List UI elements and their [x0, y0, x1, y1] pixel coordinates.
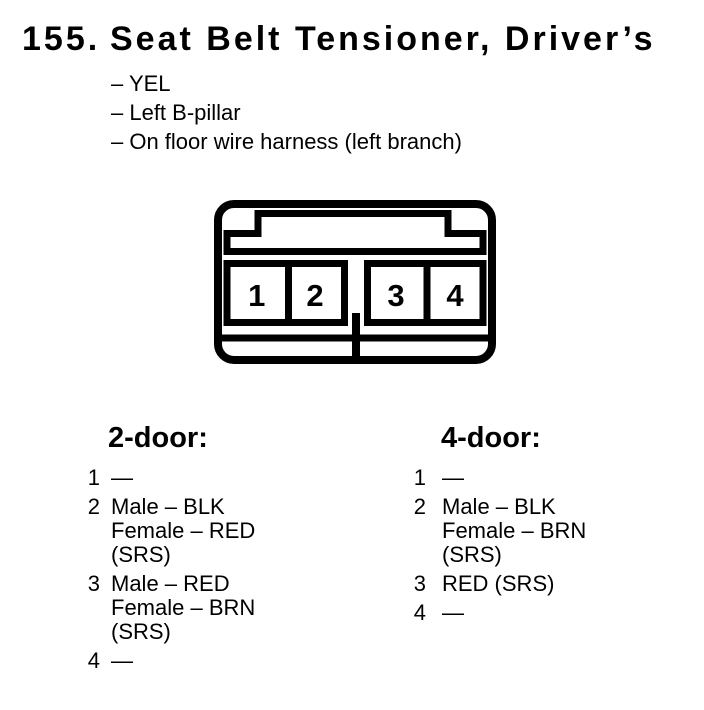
pin-value-line: —	[442, 600, 464, 625]
pin-number: 2	[87, 494, 100, 519]
pin-row: 1 —	[76, 466, 255, 490]
pin-value-line: Male – BLK	[111, 494, 225, 519]
pin-value-line: —	[111, 465, 133, 490]
connector-key-tab	[223, 210, 487, 255]
pin-assignment: —	[111, 649, 133, 673]
connector-pin-label: 1	[248, 278, 265, 313]
pin-number: 4	[413, 600, 426, 625]
pin-value-line: Female – BRN	[442, 518, 587, 543]
pin-assignment: —	[111, 466, 133, 490]
pin-assignment: Male – RED Female – BRN (SRS)	[111, 572, 255, 644]
pin-value-line: Female – RED	[111, 518, 256, 543]
pin-assignment: —	[442, 601, 464, 625]
pin-value-line: (SRS)	[442, 542, 502, 567]
pin-row: 3 Male – RED Female – BRN (SRS)	[76, 571, 256, 644]
page-title: 155. Seat Belt Tensioner, Driver’s	[22, 19, 656, 59]
pin-assignment: Male – BLK Female – BRN (SRS)	[442, 495, 586, 567]
pin-row: 2 Male – BLK Female – RED (SRS)	[76, 494, 256, 567]
center-index-tab	[352, 313, 360, 360]
pin-value-line: —	[111, 648, 133, 673]
attribute-item: – YEL	[111, 71, 171, 96]
pin-row: 2 Male – BLK Female – BRN (SRS)	[402, 494, 587, 567]
pin-number: 1	[87, 465, 100, 490]
pin-assignment: Male – BLK Female – RED (SRS)	[111, 495, 255, 567]
pin-number: 2	[413, 494, 426, 519]
attribute-item: – On floor wire harness (left branch)	[111, 129, 462, 154]
item-title: Seat Belt Tensioner, Driver’s	[110, 20, 656, 58]
connector-pin-label: 3	[387, 278, 404, 313]
section-heading-2door: 2-door:	[108, 422, 208, 454]
pin-value-line: Male – BLK	[442, 494, 556, 519]
connector-pin-label: 2	[306, 278, 323, 313]
pin-row: 3 RED (SRS)	[402, 572, 586, 596]
pin-assignment: RED (SRS)	[442, 572, 554, 596]
connector-diagram: 1 2 3 4	[214, 200, 496, 364]
pin-row: 4 —	[76, 649, 255, 673]
pin-number: 3	[413, 571, 426, 596]
pin-row: 1 —	[402, 466, 586, 490]
pin-value-line: Male – RED	[111, 571, 230, 596]
pin-value-line: Female – BRN	[111, 595, 256, 620]
pin-number: 1	[413, 465, 426, 490]
attribute-item: – Left B-pillar	[111, 100, 241, 125]
attribute-list: – YEL – Left B-pillar – On floor wire ha…	[111, 69, 462, 156]
pin-value-line: RED (SRS)	[442, 571, 555, 596]
pin-assignment: —	[442, 466, 464, 490]
item-number: 155.	[22, 20, 101, 58]
pin-row: 4 —	[402, 601, 586, 625]
pin-value-line: (SRS)	[111, 542, 171, 567]
pin-number: 4	[87, 648, 100, 673]
section-heading-4door: 4-door:	[441, 422, 541, 454]
pin-value-line: (SRS)	[111, 619, 171, 644]
connector-pin-label: 4	[446, 278, 464, 313]
pin-value-line: —	[442, 465, 464, 490]
pin-number: 3	[87, 571, 100, 596]
pinout-list-4door: 1 — 2 Male – BLK Female – BRN (SRS) 3 RE…	[402, 466, 587, 625]
pinout-list-2door: 1 — 2 Male – BLK Female – RED (SRS) 3 Ma…	[76, 466, 256, 673]
